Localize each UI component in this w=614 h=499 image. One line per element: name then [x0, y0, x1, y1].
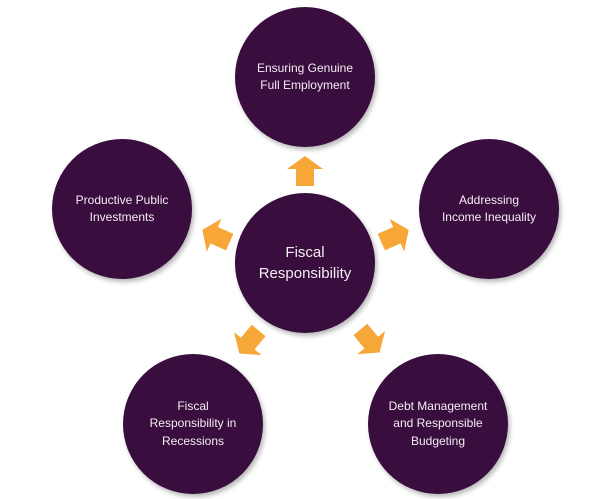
node-full-employment: Ensuring Genuine Full Employment — [235, 7, 375, 147]
node-debt-management: Debt Management and Responsible Budgetin… — [368, 354, 508, 494]
arrow-to-debt-management — [353, 323, 386, 355]
node-public-investments: Productive Public Investments — [52, 139, 192, 279]
node-recessions-label: Fiscal Responsibility in Recessions — [149, 398, 237, 448]
node-full-employment-label: Ensuring Genuine Full Employment — [256, 60, 354, 92]
arrow-to-public-investments — [202, 218, 234, 252]
center-node-fiscal-responsibility: Fiscal Responsibility — [235, 193, 375, 333]
node-debt-management-label: Debt Management and Responsible Budgetin… — [388, 398, 488, 448]
node-income-inequality: Addressing Income Inequality — [419, 139, 559, 279]
center-node-label: Fiscal Responsibility — [258, 244, 352, 282]
node-public-investments-label: Productive Public Investments — [75, 192, 169, 224]
node-recessions: Fiscal Responsibility in Recessions — [123, 354, 263, 494]
node-income-inequality-label: Addressing Income Inequality — [441, 192, 537, 224]
arrow-to-full-employment — [287, 156, 323, 186]
arrow-to-income-inequality — [377, 218, 409, 252]
arrow-to-recessions — [233, 324, 266, 356]
